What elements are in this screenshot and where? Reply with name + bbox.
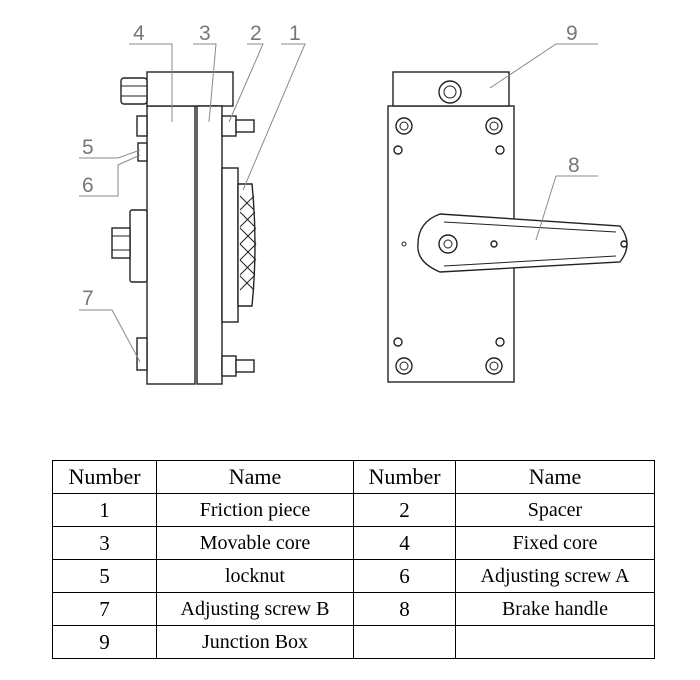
table-cell: Adjusting screw B — [156, 592, 354, 626]
table-cell: 7 — [52, 592, 157, 626]
side-view — [79, 43, 306, 385]
callout-5: 5 — [82, 136, 94, 159]
table-cell — [353, 625, 456, 659]
spacer-bolt — [235, 119, 255, 133]
callout-3: 3 — [199, 22, 211, 45]
front-view — [387, 43, 628, 383]
table-cell: 3 — [52, 526, 157, 560]
table-cell: Brake handle — [455, 592, 655, 626]
locknut — [137, 142, 148, 162]
friction-backplate — [221, 167, 239, 323]
parts-table: Number Name Number Name 1 Friction piece… — [52, 460, 655, 659]
table-cell: 1 — [52, 493, 157, 527]
callout-4: 4 — [133, 22, 145, 45]
header-name-2: Name — [455, 460, 655, 494]
table-row: 5 locknut 6 Adjusting screw A — [52, 559, 655, 593]
table-cell: Fixed core — [455, 526, 655, 560]
bottom-spacer — [221, 355, 237, 377]
junction-box-gland — [438, 80, 462, 104]
table-cell: Adjusting screw A — [455, 559, 655, 593]
front-small-nuts — [393, 145, 505, 347]
table-header-row: Number Name Number Name — [52, 460, 655, 494]
header-number-1: Number — [52, 460, 157, 494]
table-cell: Junction Box — [156, 625, 354, 659]
adjusting-screw-b — [136, 337, 148, 371]
table-cell — [455, 625, 655, 659]
side-junction-box — [146, 71, 234, 107]
callout-7: 7 — [82, 287, 94, 310]
header-name-1: Name — [156, 460, 354, 494]
table-row: 1 Friction piece 2 Spacer — [52, 493, 655, 527]
table-row: 9 Junction Box — [52, 625, 655, 659]
callout-9: 9 — [566, 22, 578, 45]
handle-pivot — [438, 234, 458, 254]
table-row: 3 Movable core 4 Fixed core — [52, 526, 655, 560]
table-row: 7 Adjusting screw B 8 Brake handle — [52, 592, 655, 626]
callout-6: 6 — [82, 174, 94, 197]
table-cell: 4 — [353, 526, 456, 560]
table-cell: Movable core — [156, 526, 354, 560]
movable-core — [196, 105, 223, 385]
brake-handle — [417, 213, 628, 273]
front-mounting-holes — [395, 117, 503, 375]
fixed-core — [146, 105, 196, 385]
side-top-nut — [120, 77, 148, 105]
table-cell: 5 — [52, 559, 157, 593]
table-cell: 6 — [353, 559, 456, 593]
table-cell: Friction piece — [156, 493, 354, 527]
header-number-2: Number — [353, 460, 456, 494]
table-cell: 2 — [353, 493, 456, 527]
side-center-bolt — [111, 227, 131, 259]
table-cell: 8 — [353, 592, 456, 626]
brake-assembly-drawing: 4 3 2 1 5 6 7 9 8 — [79, 22, 628, 385]
spacer — [221, 115, 237, 137]
bottom-spacer-bolt — [235, 359, 255, 373]
table-cell: locknut — [156, 559, 354, 593]
table-cell: 9 — [52, 625, 157, 659]
side-center-flange — [129, 209, 148, 283]
callout-1: 1 — [289, 22, 301, 45]
table-cell: Spacer — [455, 493, 655, 527]
callout-8: 8 — [568, 154, 580, 177]
callout-2: 2 — [250, 22, 262, 45]
callout-labels: 4 3 2 1 5 6 7 9 8 — [82, 22, 580, 310]
side-small-block — [136, 115, 148, 137]
